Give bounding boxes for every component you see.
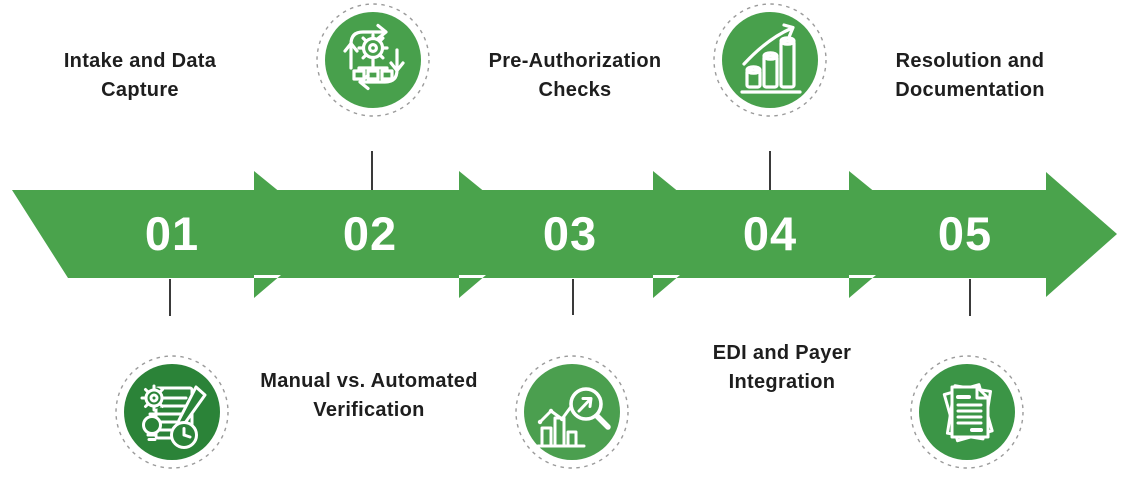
stacked-documents-icon (910, 355, 1024, 469)
step1-icon-badge (114, 354, 230, 470)
workflow-glyph (343, 23, 405, 91)
step-number-1: 01 (144, 207, 200, 260)
analytics-search-icon (515, 355, 629, 469)
step-number-5: 05 (937, 207, 993, 260)
connector-line-step2 (371, 151, 373, 190)
step-label-pre-authorization-checks: Pre-Authorization Checks (488, 50, 662, 101)
documents-glyph (942, 383, 994, 443)
connector-line-step5 (969, 279, 971, 316)
step-label-edi-and-payer-integration: EDI and Payer Integration (712, 342, 852, 393)
intake-data-capture-icon (115, 355, 229, 469)
step-label-resolution-and-documentation: Resolution and Documentation (895, 50, 1045, 101)
growth-chart-icon (713, 3, 827, 117)
step5-icon-badge (909, 354, 1025, 470)
step-number-4: 04 (742, 207, 798, 260)
step-label-intake-and-data-capture: Intake and Data Capture (63, 50, 217, 101)
step-number-3: 03 (542, 207, 598, 260)
step-number-2: 02 (342, 207, 398, 260)
arrow-band-shape (12, 171, 1117, 298)
workflow-automation-icon (316, 3, 430, 117)
connector-line-step3 (572, 279, 574, 315)
growth-glyph (740, 23, 802, 94)
intake-glyph (140, 384, 207, 449)
analytics-search-glyph (536, 387, 611, 448)
step3-icon-badge (514, 354, 630, 470)
connector-line-step1 (169, 279, 171, 316)
step-label-manual-vs-automated-verification: Manual vs. Automated Verification (260, 370, 478, 421)
connector-line-step4 (769, 151, 771, 190)
timeline-arrow-band (12, 171, 1117, 298)
step2-icon-badge (315, 2, 431, 118)
step4-icon-badge (712, 2, 828, 118)
